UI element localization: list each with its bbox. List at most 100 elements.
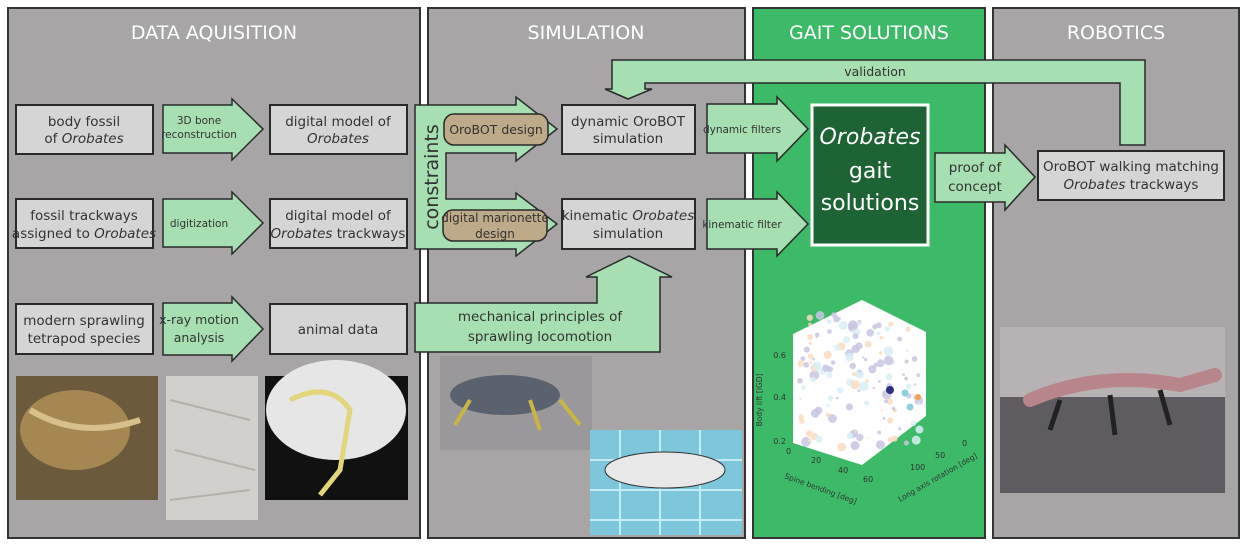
scatter-point <box>878 351 883 355</box>
scatter-point <box>880 409 883 412</box>
box-text: gait <box>849 159 892 184</box>
scatter-point <box>835 396 839 400</box>
scatter-point <box>815 435 823 443</box>
scatter-point <box>864 400 870 406</box>
scatter-point <box>845 352 854 362</box>
scatter-point <box>879 335 884 340</box>
box-digital-trackways <box>269 198 408 249</box>
box-text: simulation <box>593 131 663 147</box>
panel-title: GAIT SOLUTIONS <box>789 22 949 44</box>
scatter-point <box>830 360 836 365</box>
scatter-point <box>859 381 869 392</box>
box-text: body fossil <box>48 114 120 130</box>
scatter-point <box>877 430 882 435</box>
scatter-point <box>828 414 837 423</box>
panel-title: SIMULATION <box>528 22 645 44</box>
scatter-point <box>913 383 917 386</box>
y-tick: 50 <box>935 451 945 460</box>
scatter-point <box>882 417 886 420</box>
scatter-point <box>886 398 893 405</box>
scatter-point <box>815 311 825 320</box>
scatter-point <box>807 334 814 340</box>
scatter-point <box>797 377 803 384</box>
proof-of-concept-arrow <box>934 143 1037 212</box>
box-text: simulation <box>593 226 663 242</box>
scatter-point <box>826 404 830 408</box>
scatter-point <box>883 399 889 404</box>
box-text: Orobates <box>820 125 921 150</box>
pill-text: OroBOT design <box>449 122 543 137</box>
validation-arrow <box>604 59 1146 146</box>
scatter-point <box>838 320 848 330</box>
box-fossil-trackways <box>15 198 154 249</box>
box-kinematic-simulation <box>561 198 696 250</box>
scatter-point <box>872 324 878 330</box>
scatter-point <box>806 314 813 321</box>
scatter-point <box>864 357 868 362</box>
arrow-label: dynamic filters <box>703 124 781 136</box>
scatter-point <box>801 385 806 390</box>
scatter-point <box>849 362 856 370</box>
scatter-point <box>864 340 872 348</box>
scatter-point <box>901 389 909 397</box>
box-text: solutions <box>821 191 920 216</box>
box-text: assigned to Orobates <box>12 226 156 242</box>
robot-photo <box>1000 327 1225 493</box>
x-tick: 20 <box>811 456 821 465</box>
scatter-point <box>911 435 921 445</box>
arrow-label: proof of <box>949 160 1003 176</box>
box-dynamic-simulation <box>561 104 696 155</box>
scatter-point <box>807 353 814 359</box>
box-text: of Orobates <box>44 131 123 147</box>
scatter-point <box>865 379 869 383</box>
scatter-point <box>884 326 891 332</box>
scatter-point <box>807 438 812 442</box>
scatter-point <box>902 373 906 376</box>
pill-text: design <box>475 227 515 241</box>
scatter-point <box>877 379 881 383</box>
scatter-point <box>883 355 894 366</box>
scatter-point <box>872 386 875 390</box>
scatter-point <box>875 440 885 450</box>
constraints-label: constraints <box>421 124 443 230</box>
scatter-point <box>904 359 909 364</box>
scatter-point <box>853 430 857 434</box>
dynamic-filters-arrow <box>706 95 810 163</box>
arrow-digitization <box>162 190 265 256</box>
box-animal-data <box>269 303 408 355</box>
arrow-xray-motion-analysis <box>162 295 265 363</box>
scatter-point <box>906 403 914 411</box>
z-axis-label: Body lift [lGD] <box>755 374 764 427</box>
scatter-point <box>876 331 881 336</box>
x-tick: 60 <box>863 475 873 484</box>
scatter-point <box>803 346 810 353</box>
box-text: fossil trackways <box>30 208 138 224</box>
scatter-point <box>825 412 831 418</box>
scatter-point <box>800 356 806 362</box>
scatter-point <box>814 332 820 338</box>
scatter-point <box>837 386 844 394</box>
box-text: kinematic Orobates <box>562 208 695 224</box>
scatter-point <box>851 344 860 354</box>
scatter-point <box>826 371 833 378</box>
z-tick: 0.4 <box>773 393 786 402</box>
scatter-point <box>891 406 896 411</box>
arrow-label: digitization <box>170 218 228 230</box>
scatter-point <box>888 321 894 327</box>
orobot-simulation-render <box>440 356 592 450</box>
arrow-label: x-ray motion <box>159 312 239 327</box>
box-text: Orobates <box>307 131 369 147</box>
marionette-render <box>590 430 742 535</box>
arrow-label: mechanical principles of <box>458 309 624 325</box>
scatter-point <box>887 437 894 443</box>
scatter-point <box>797 360 805 367</box>
scatter-point <box>850 441 860 451</box>
scatter-point <box>906 349 909 352</box>
box-body-fossil <box>15 104 154 155</box>
gait-3d-scatter: 0.6 0.4 0.2 0 20 40 60 0 50 100 Body lif… <box>755 300 979 506</box>
scatter-point <box>833 344 841 351</box>
panel-title: DATA AQUISITION <box>131 22 297 44</box>
scatter-point <box>898 427 902 431</box>
box-text: Orobates trackways <box>1064 177 1199 193</box>
